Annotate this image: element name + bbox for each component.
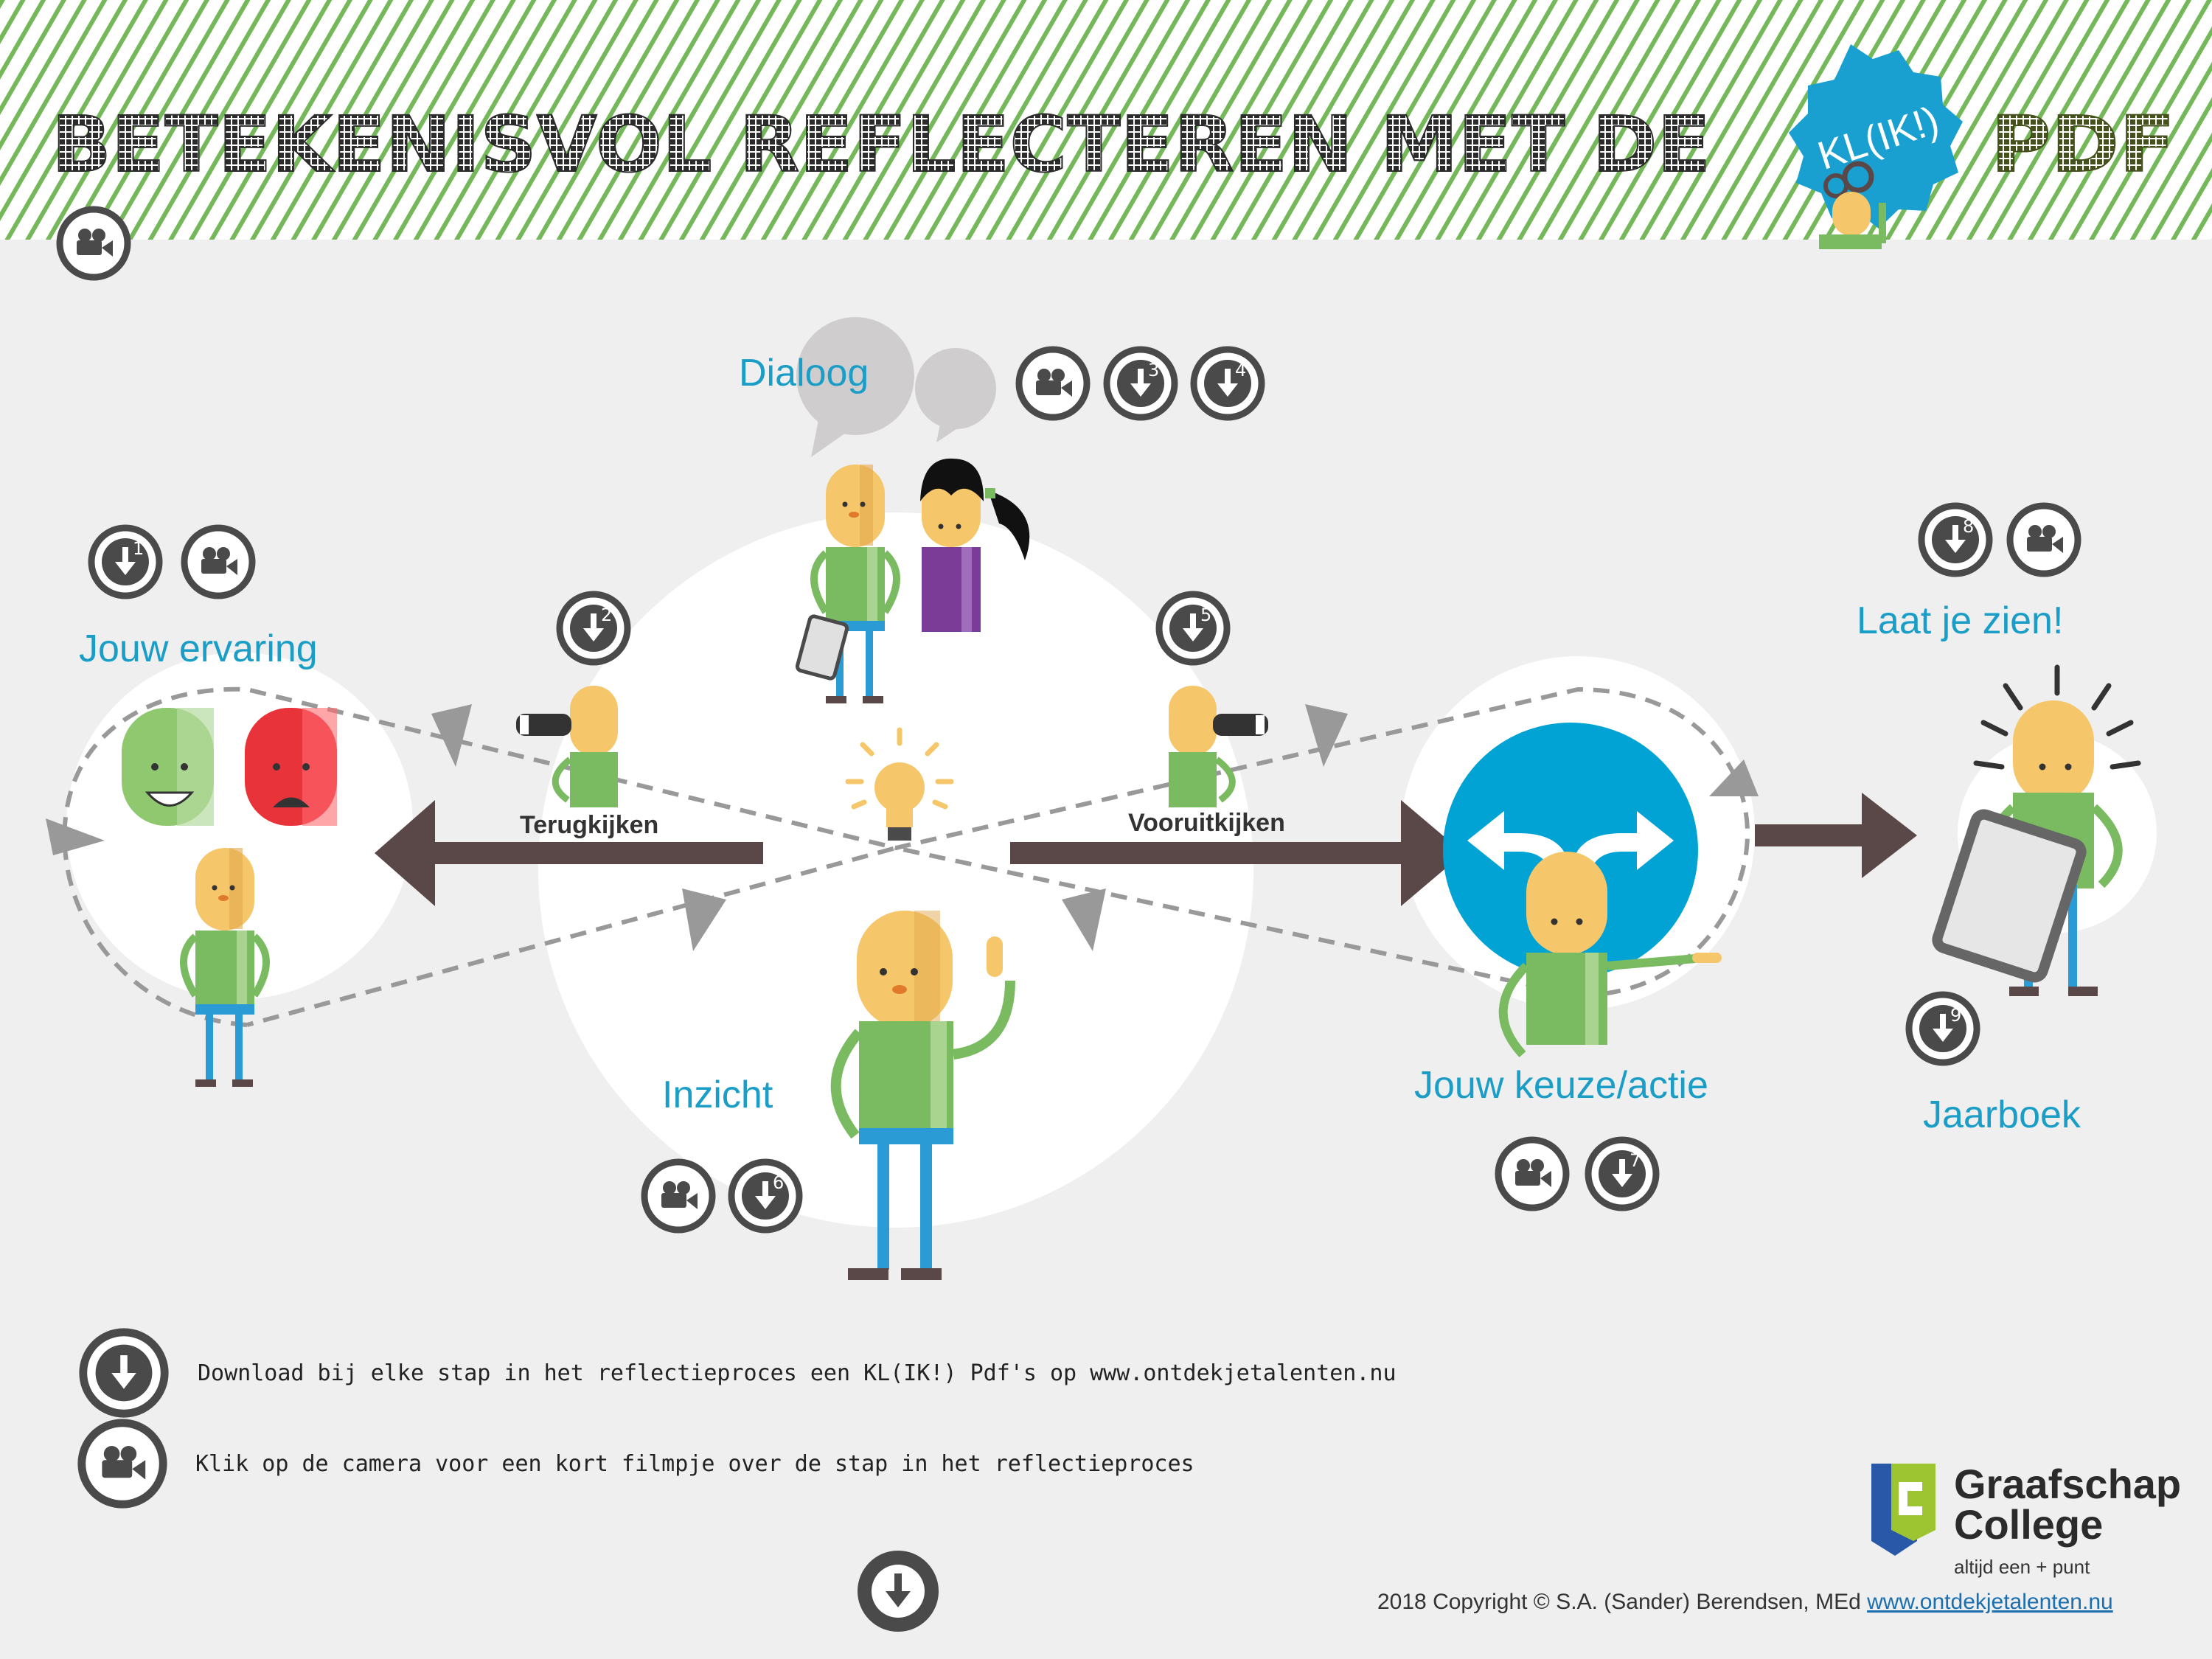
logo-name-line2: College — [1954, 1501, 2104, 1548]
step-laat-zien: Laat je zien! — [1857, 599, 2064, 642]
download-icon-4[interactable] — [1194, 349, 1262, 417]
download-number: 5 — [1200, 605, 1211, 625]
page-title-suffix: PDF — [1991, 100, 2175, 189]
binoculars-icon — [1213, 714, 1268, 736]
copyright: 2018 Copyright © S.A. (Sander) Berendsen… — [1377, 1590, 2113, 1615]
download-icon-8[interactable] — [1921, 506, 1989, 574]
download-icon-2[interactable] — [560, 594, 627, 662]
inzicht-person — [830, 911, 1015, 1280]
laat-zien-person — [1932, 664, 2141, 996]
camera-icon[interactable] — [82, 1423, 163, 1504]
copyright-text: 2018 Copyright © S.A. (Sander) Berendsen… — [1377, 1590, 1861, 1614]
emotion-faces — [122, 708, 337, 826]
logo-name-line1: Graafschap — [1954, 1461, 2182, 1507]
ervaring-person — [184, 848, 266, 1087]
legend-download-text: Download bij elke stap in het reflectiep… — [198, 1360, 1397, 1386]
download-number: 9 — [1950, 1005, 1961, 1026]
download-icon-9[interactable] — [1909, 995, 1977, 1062]
tablet-icon — [1932, 809, 2087, 983]
split-arrows — [1467, 811, 1674, 922]
split-arrow-icon — [1443, 723, 1698, 978]
legend-camera-text: Klik op de camera voor een kort filmpje … — [195, 1451, 1194, 1477]
page-title: BETEKENISVOL REFLECTEREN MET DE — [52, 100, 1711, 189]
download-number: 7 — [1630, 1150, 1641, 1171]
download-number: 2 — [601, 605, 612, 625]
step-inzicht: Inzicht — [662, 1074, 773, 1116]
tablet-icon — [795, 614, 849, 681]
download-number: 1 — [133, 538, 144, 559]
inzicht-circle — [538, 512, 1253, 1228]
scroll-down-button[interactable] — [858, 1551, 939, 1632]
camera-icon[interactable] — [1498, 1140, 1566, 1208]
download-icon-3[interactable] — [1107, 349, 1175, 417]
binoculars-icon — [516, 714, 571, 736]
camera-icon[interactable] — [184, 528, 252, 596]
camera-icon[interactable] — [1019, 349, 1087, 417]
step-ervaring: Jouw ervaring — [79, 627, 318, 670]
download-number: 8 — [1963, 516, 1974, 537]
step-keuze: Jouw keuze/actie — [1414, 1064, 1708, 1107]
lightbulb-icon — [845, 727, 954, 841]
reflection-loop — [62, 686, 1750, 1027]
camera-icon[interactable] — [60, 209, 128, 277]
download-number: 3 — [1148, 360, 1159, 380]
download-number: 6 — [773, 1172, 784, 1193]
download-icon-7[interactable] — [1588, 1140, 1656, 1208]
camera-icon[interactable] — [644, 1162, 712, 1230]
loop-arrowheads — [46, 704, 1759, 951]
logo-tagline: altijd een + punt — [1954, 1556, 2090, 1578]
download-icon-6[interactable] — [731, 1162, 799, 1230]
label-terugkijken: Terugkijken — [520, 811, 659, 839]
process-arrows — [375, 793, 1917, 906]
download-number: 4 — [1235, 360, 1246, 380]
klik-badge: KL(IK!) — [1789, 44, 1963, 249]
keuze-person — [1498, 852, 1722, 1058]
speech-bubble-icon — [796, 317, 996, 457]
step-dialoog: Dialoog — [739, 352, 869, 394]
download-icon-5[interactable] — [1159, 594, 1227, 662]
camera-icon[interactable] — [2010, 506, 2078, 574]
graafschap-logo-icon — [1871, 1464, 1935, 1556]
dialoog-girl — [920, 458, 1030, 632]
terugkijken-figure — [516, 686, 618, 807]
label-vooruitkijken: Vooruitkijken — [1128, 809, 1285, 837]
website-link[interactable]: www.ontdekjetalenten.nu — [1867, 1590, 2113, 1614]
download-icon-1[interactable] — [91, 528, 159, 596]
vooruitkijken-figure — [1169, 686, 1268, 807]
download-icon[interactable] — [83, 1332, 164, 1413]
step-jaarboek: Jaarboek — [1923, 1093, 2081, 1136]
gear-icon — [1842, 161, 1874, 193]
